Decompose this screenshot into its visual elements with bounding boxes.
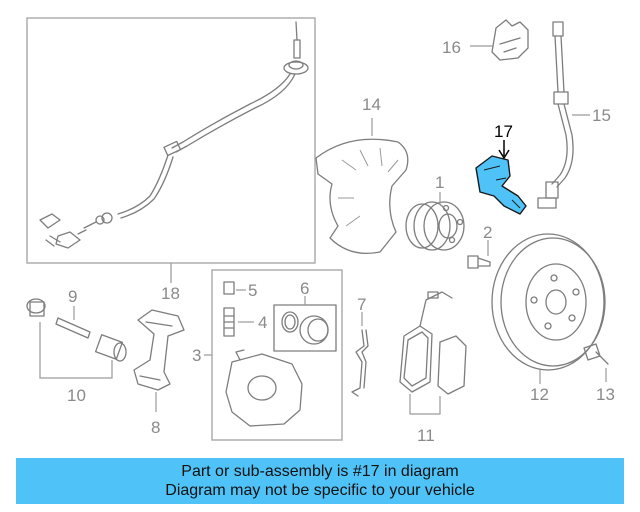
callout-3: 3	[192, 346, 201, 365]
part-11-brake-pads	[399, 291, 467, 395]
part-4-bleeder-screw	[223, 307, 235, 337]
callout-1: 1	[435, 173, 444, 192]
part-17-abs-sensor	[475, 155, 527, 215]
banner-line-2: Diagram may not be specific to your vehi…	[165, 482, 475, 499]
callout-2: 2	[483, 223, 492, 242]
caliper-housing	[225, 349, 303, 427]
callout-15: 15	[592, 106, 611, 125]
abs-wire-harness	[39, 21, 309, 249]
parts-diagram: 18 16 15 17 14 1	[26, 17, 615, 445]
part-2-bolt	[467, 255, 491, 269]
callout-13: 13	[596, 385, 615, 404]
group-box-18	[26, 17, 316, 264]
callout-10: 10	[67, 386, 86, 405]
info-banner: Part or sub-assembly is #17 in diagram D…	[16, 458, 624, 504]
callout-9: 9	[68, 287, 77, 306]
callout-6: 6	[300, 279, 309, 298]
callout-8: 8	[151, 418, 160, 437]
part-16-bracket	[491, 19, 529, 61]
part-13-screw	[583, 343, 609, 365]
callout-14: 14	[362, 95, 381, 114]
callout-18: 18	[161, 284, 180, 303]
part-8-caliper-carrier	[133, 309, 185, 391]
callout-12: 12	[530, 385, 549, 404]
callout-7: 7	[357, 295, 366, 314]
part-15-brake-hose	[537, 21, 574, 209]
part-1-wheel-hub	[405, 201, 465, 251]
part-12-brake-rotor	[491, 233, 606, 371]
callout-17: 17	[494, 122, 513, 141]
banner-line-1: Part or sub-assembly is #17 in diagram	[181, 463, 459, 480]
group-box-3	[211, 269, 343, 441]
part-6-piston-seal-kit	[273, 304, 337, 352]
part-14-dust-shield	[315, 138, 409, 255]
callout-16: 16	[442, 38, 461, 57]
callout-4: 4	[258, 313, 267, 332]
part-9-guide-pin	[55, 317, 91, 339]
part-7-retaining-spring	[351, 329, 369, 397]
callout-5: 5	[248, 281, 257, 300]
callout-11: 11	[417, 426, 435, 445]
part-5-bleeder-cap	[223, 281, 235, 295]
part-10-guide-bushing	[26, 298, 127, 362]
